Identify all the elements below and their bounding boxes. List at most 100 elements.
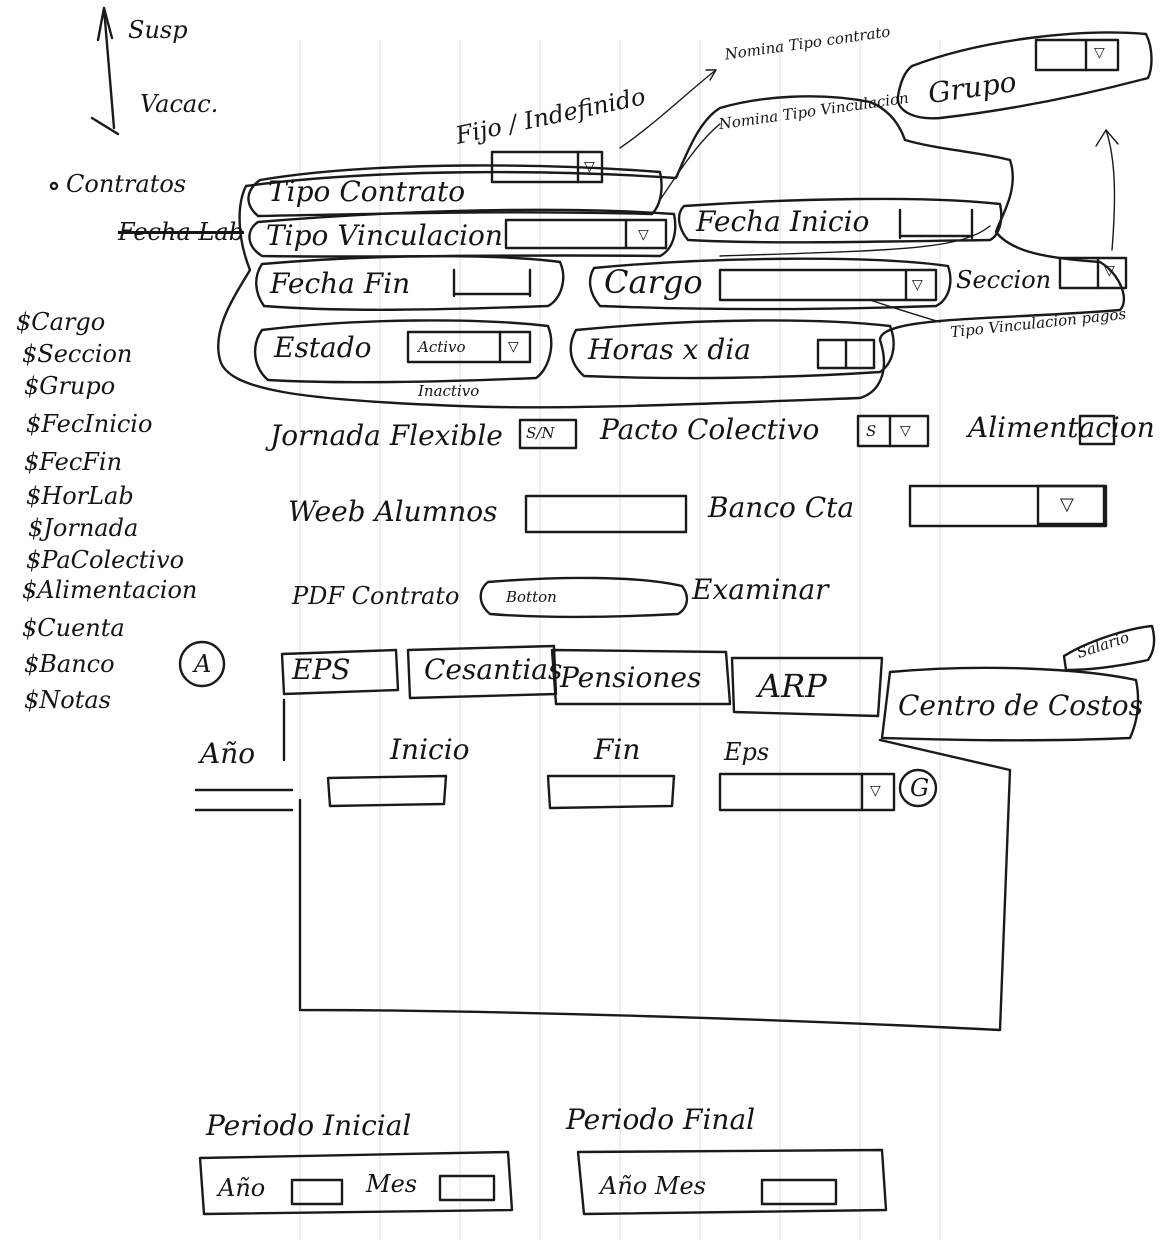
fecha-fin-group (255, 255, 565, 311)
banco-chevron-icon[interactable]: ▽ (1060, 494, 1074, 515)
tab-centro-costos[interactable]: Centro de Costos (898, 689, 1143, 722)
banco-cta-label: Banco Cta (708, 491, 855, 524)
marker-a-circle (178, 640, 226, 688)
grupo-select (1034, 38, 1120, 72)
arrow-tipo-contrato (619, 69, 717, 149)
variable-item: $Seccion (22, 340, 133, 368)
estado-inactive-note: Inactivo (418, 382, 480, 400)
eps-chevron-icon[interactable]: ▽ (870, 783, 881, 799)
pacto-select-value[interactable]: S (866, 422, 877, 440)
fecha-fin-field (452, 268, 532, 298)
fecha-fin-label: Fecha Fin (270, 267, 411, 300)
arrow-tipo-vinculacion (659, 123, 721, 201)
jornada-select (518, 418, 578, 450)
pdf-contrato-label: PDF Contrato (292, 582, 460, 610)
variable-item: $Cuenta (22, 614, 125, 642)
menu-item-vacations[interactable]: Vacac. (140, 90, 219, 118)
mes-inicial-field (438, 1174, 496, 1202)
horas-dia-label: Horas x dia (588, 333, 751, 366)
inicio-input (326, 774, 448, 808)
grid-panel-outline (282, 698, 1012, 1032)
periodo-final-box (576, 1148, 888, 1216)
tipo-vinculacion-chevron-icon[interactable]: ▽ (638, 227, 649, 243)
estado-chevron-icon[interactable]: ▽ (508, 339, 519, 355)
seccion-label: Seccion (956, 266, 1052, 294)
menu-arrow-tip (96, 6, 114, 42)
variable-item: $Jornada (28, 514, 139, 542)
grid-header-fin: Fin (594, 733, 641, 766)
variable-item: $Alimentacion (22, 576, 198, 604)
pacto-colectivo-label: Pacto Colectivo (600, 413, 820, 446)
periodo-final-fields-label: Año Mes (600, 1172, 706, 1200)
tab-pensiones-outline (550, 648, 732, 706)
menu-item-struck: Fecha Lab (118, 218, 244, 246)
eps-select (718, 772, 896, 812)
tipo-vinculacion-group (248, 208, 677, 258)
grid-header-eps: Eps (724, 738, 770, 766)
variable-item: $Banco (24, 650, 115, 678)
marker-a-label: A (194, 650, 212, 678)
weeb-alumnos-label: Weeb Alumnos (288, 495, 498, 528)
final-field (760, 1178, 838, 1206)
seccion-select (1058, 256, 1128, 290)
horas-group (569, 319, 895, 380)
fin-input (546, 774, 676, 810)
estado-label: Estado (274, 331, 372, 364)
pdf-upload-button[interactable]: Botton (506, 588, 557, 606)
periodo-inicial-title: Periodo Inicial (206, 1109, 412, 1142)
variable-item: $HorLab (26, 482, 134, 510)
estado-select-value[interactable]: Activo (418, 338, 466, 356)
periodo-inicial-mes-label: Mes (366, 1170, 418, 1198)
seccion-chevron-icon[interactable]: ▽ (1104, 263, 1115, 279)
fecha-inicio-field (898, 208, 974, 240)
tab-cesantias[interactable]: Cesantias (424, 653, 563, 686)
arrow-cargo-vinculacion (869, 299, 941, 323)
variable-item: $Cargo (16, 308, 106, 336)
jornada-flexible-label: Jornada Flexible (270, 419, 503, 452)
tipo-vinculacion-label: Tipo Vinculacion (266, 219, 503, 252)
tipo-contrato-select (490, 150, 604, 184)
tab-pensiones[interactable]: Pensiones (560, 661, 702, 694)
cargo-group (588, 257, 952, 311)
menu-vacac-tick (90, 116, 120, 136)
weeb-alumnos-field (524, 494, 688, 534)
alimentacion-check (1078, 414, 1116, 446)
fecha-inicio-group (677, 197, 1003, 244)
arrow-grupo-up (1105, 129, 1116, 251)
examinar-button[interactable]: Examinar (692, 573, 829, 606)
pdf-button-outline (479, 576, 689, 619)
variable-item: $Notas (24, 686, 111, 714)
variable-item: $PaColectivo (26, 546, 185, 574)
tab-arp-outline (730, 656, 884, 718)
ano-inicial-field (290, 1178, 344, 1206)
pacto-chevron-icon[interactable]: ▽ (900, 423, 911, 439)
variable-item: $FecFin (24, 448, 123, 476)
cargo-select (718, 268, 938, 302)
estado-select (406, 330, 532, 364)
periodo-inicial-box (198, 1150, 514, 1216)
cargo-label: Cargo (604, 263, 703, 301)
menu-arrow-line (102, 6, 116, 130)
variable-item: $Grupo (24, 372, 116, 400)
menu-item-contracts[interactable]: Contratos (66, 170, 187, 198)
grid-header-ano: Año (200, 737, 256, 770)
alimentacion-label: Alimentacion (968, 411, 1155, 444)
fecha-inicio-label: Fecha Inicio (696, 205, 870, 238)
grupo-chevron-icon[interactable]: ▽ (1094, 45, 1105, 61)
tab-salario-outline (1062, 624, 1156, 672)
tipo-contrato-label: Tipo Contrato (268, 175, 466, 208)
tab-eps[interactable]: EPS (292, 653, 351, 686)
cargo-chevron-icon[interactable]: ▽ (912, 277, 923, 293)
grid-header-inicio: Inicio (390, 733, 470, 766)
tab-arp[interactable]: ARP (758, 667, 827, 705)
connector-inicio (719, 225, 991, 257)
tipo-contrato-chevron-icon[interactable]: ▽ (584, 159, 595, 175)
menu-item-suspension[interactable]: Susp (128, 16, 188, 44)
jornada-select-value[interactable]: S/N (526, 424, 555, 442)
periodo-final-title: Periodo Final (566, 1103, 756, 1136)
grupo-group (896, 31, 1153, 120)
marker-g-circle (898, 768, 938, 808)
form-outline (217, 95, 1126, 409)
